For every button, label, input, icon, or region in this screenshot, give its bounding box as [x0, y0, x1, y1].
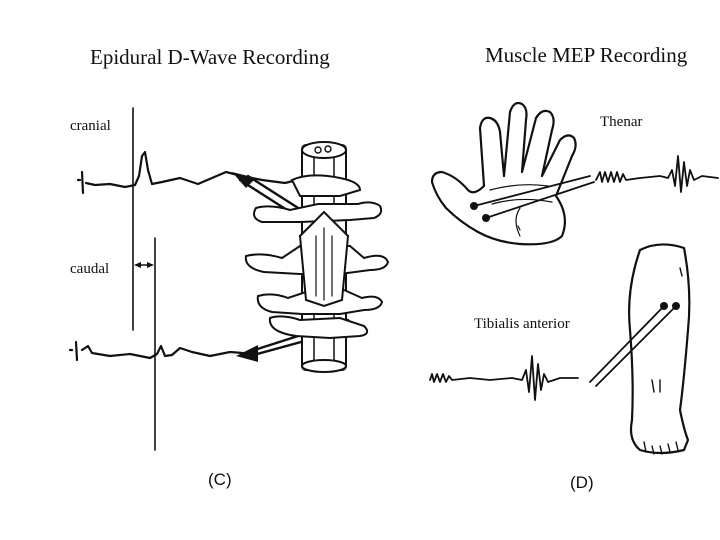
thenar-mep-trace: [595, 155, 719, 193]
caudal-d-wave-trace: [68, 340, 257, 362]
latency-interval-arrow: [134, 262, 154, 268]
thenar-label: Thenar: [600, 114, 642, 130]
panel-c-label: (C): [208, 470, 232, 489]
spinal-column-illustration: [244, 141, 390, 373]
panel-d-label: (D): [570, 473, 594, 492]
tibialis-anterior-mep-trace: [429, 355, 579, 401]
panel-c-title: Epidural D-Wave Recording: [90, 45, 330, 69]
cranial-label: cranial: [70, 118, 111, 134]
panel-d-title: Muscle MEP Recording: [485, 43, 688, 67]
cranial-d-wave-trace: [76, 150, 307, 195]
leg-illustration: [589, 243, 691, 455]
caudal-label: caudal: [70, 261, 109, 277]
tibialis-anterior-label: Tibialis anterior: [474, 316, 570, 332]
panel-d: Muscle MEP Recording Thenar Tibialis ant…: [429, 43, 719, 492]
hand-illustration: [430, 101, 595, 246]
panel-c: Epidural D-Wave Recording cranial caudal: [68, 45, 390, 489]
